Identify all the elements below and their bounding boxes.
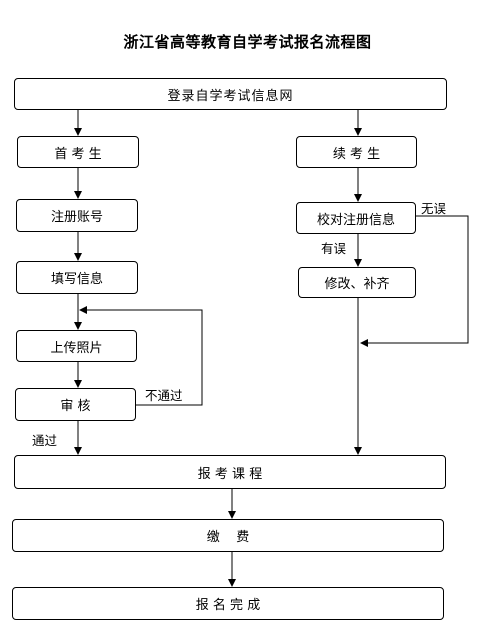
step-review: 审 核 [15, 388, 136, 421]
step-login: 登录自学考试信息网 [14, 78, 447, 110]
step-pay: 缴 费 [12, 519, 444, 552]
step-fix: 修改、补齐 [298, 267, 416, 298]
arrow-failed-loop [79, 306, 203, 406]
step-apply-courses: 报 考 课 程 [14, 455, 446, 489]
step-upload-photo: 上传照片 [16, 330, 137, 362]
step-done: 报 名 完 成 [12, 587, 444, 620]
step-first-time: 首 考 生 [17, 136, 139, 168]
step-register: 注册账号 [16, 199, 138, 232]
label-has-error: 有误 [321, 241, 347, 256]
page-title: 浙江省高等教育自学考试报名流程图 [123, 33, 372, 51]
step-fill-info: 填写信息 [16, 261, 138, 294]
step-continuing: 续 考 生 [296, 136, 417, 168]
arrow-no-error [360, 215, 469, 347]
label-no-error: 无误 [421, 201, 447, 216]
label-failed: 不通过 [145, 388, 183, 403]
label-passed: 通过 [32, 433, 58, 448]
step-verify: 校对注册信息 [296, 202, 416, 234]
